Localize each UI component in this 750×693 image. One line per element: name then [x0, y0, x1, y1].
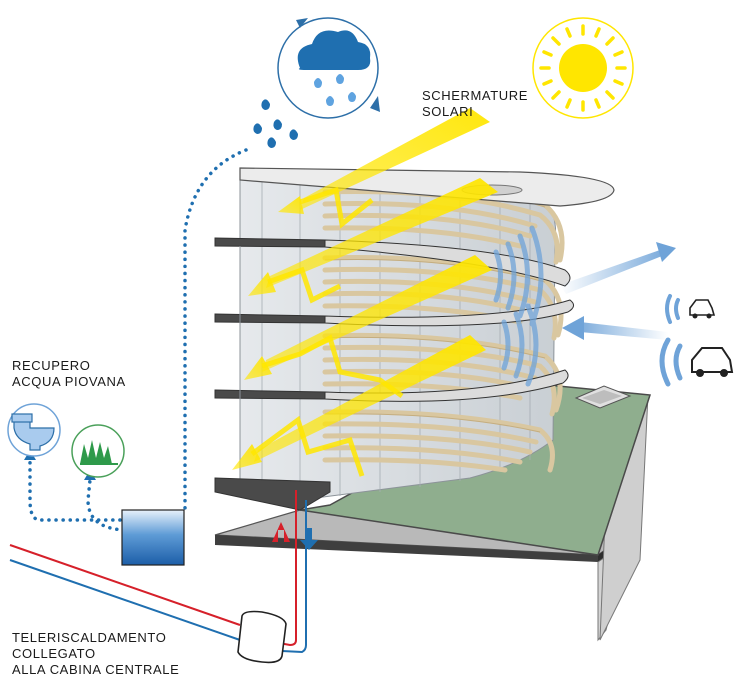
outgoing-air-arrow: [560, 242, 676, 294]
district-heating-pipes: [9, 490, 307, 654]
car-icon: [659, 337, 734, 387]
rain-recovery-label: RECUPERO ACQUA PIOVANA: [12, 358, 126, 390]
airflow-waves: [493, 225, 544, 387]
incoming-air-arrow: [562, 316, 668, 340]
rain-recovery-label-line: ACQUA PIOVANA: [12, 374, 126, 389]
solar-shading-label-line: SOLARI: [422, 104, 474, 119]
district-heating-label-line: COLLEGATO: [12, 646, 96, 661]
sun-rays: [232, 108, 498, 477]
district-heating-label-line: TELERISCALDAMENTO: [12, 630, 167, 645]
district-heating-label: TELERISCALDAMENTO COLLEGATO ALLA CABINA …: [12, 630, 179, 678]
car-icon: [665, 294, 716, 324]
grass-icon: [71, 424, 125, 478]
rain-drops: [253, 99, 298, 148]
toilet-icon: [7, 403, 61, 457]
district-heating-label-line: ALLA CABINA CENTRALE: [12, 662, 180, 677]
rainwater-pipe: [28, 148, 248, 532]
rain-cloud-icon: [277, 17, 380, 119]
sun-icon: [532, 17, 634, 119]
heat-supply-arrow-icon: [272, 522, 290, 542]
solar-shading-label: SCHERMATURE SOLARI: [422, 88, 528, 120]
water-tank-icon: [121, 509, 185, 566]
solar-shading-label-line: SCHERMATURE: [422, 88, 529, 103]
heat-return-arrow-icon: [300, 528, 318, 550]
rain-recovery-label-line: RECUPERO: [12, 358, 91, 373]
heat-exchanger-icon: [237, 610, 287, 664]
